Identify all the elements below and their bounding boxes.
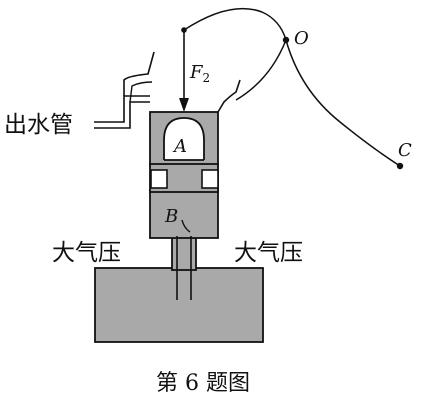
base-reservoir — [94, 267, 264, 343]
figure-caption: 第 6 题图 — [156, 371, 250, 396]
lower-cylinder — [149, 189, 219, 239]
lever-curve-right — [285, 39, 401, 167]
label-piston-b: B — [164, 206, 178, 227]
point-c-dot — [396, 162, 404, 170]
lever-curve-top — [183, 7, 287, 41]
label-point-c: C — [398, 140, 412, 161]
piston-a-dome — [163, 117, 205, 160]
right-tube-lip — [217, 79, 241, 113]
right-notch — [201, 169, 219, 189]
force-arrowhead — [179, 98, 189, 112]
left-notch — [150, 169, 168, 189]
outlet-pipe — [94, 95, 150, 123]
outlet-pipe-top-tube-inner — [129, 81, 153, 103]
neck-column — [171, 235, 197, 271]
label-air-pressure-right: 大气压 — [234, 240, 303, 266]
label-force: F2 — [189, 62, 210, 85]
label-air-pressure-left: 大气压 — [52, 240, 121, 266]
b-pointer — [181, 219, 191, 233]
label-point-o: O — [294, 28, 309, 49]
label-force-subscript: 2 — [203, 71, 211, 85]
outlet-pipe-top-tube — [123, 51, 155, 96]
label-piston-a: A — [172, 136, 187, 157]
label-outlet-pipe: 出水管 — [4, 112, 73, 138]
outlet-pipe-inner — [94, 101, 150, 129]
point-o-dot — [282, 36, 290, 44]
lever-curve-left — [235, 39, 287, 101]
